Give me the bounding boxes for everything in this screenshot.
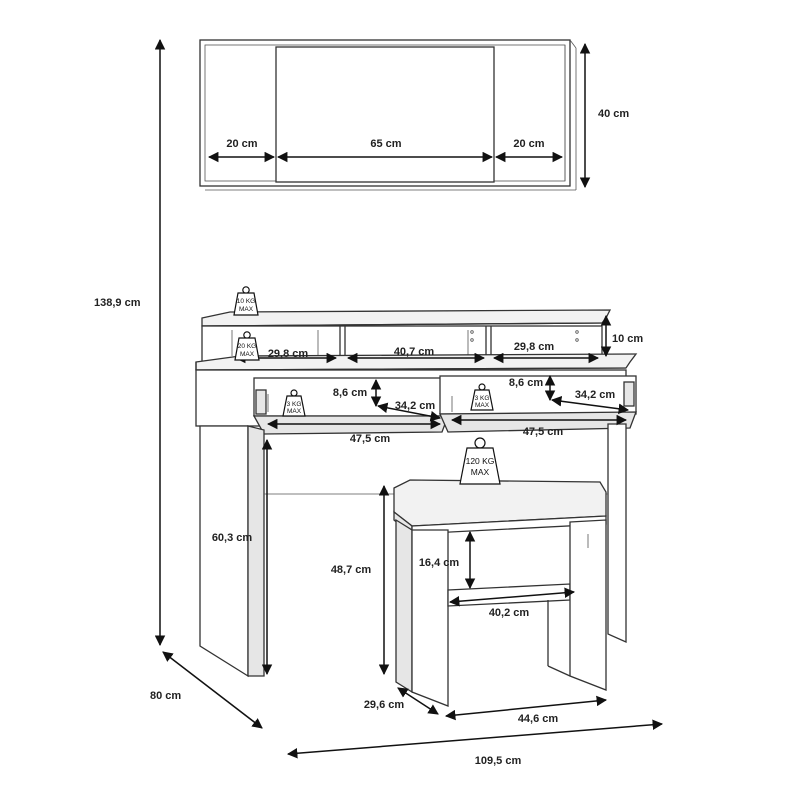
- width-label: 109,5 cm: [475, 755, 522, 767]
- right-leg: [607, 423, 627, 644]
- right-drawer-depth-label: 34,2 cm: [575, 389, 616, 401]
- shelf-height-label: 10 cm: [612, 333, 643, 345]
- mirror-center-glass: [275, 46, 495, 183]
- left-drawer-load-unit: MAX: [287, 408, 302, 415]
- stool-right-leg: [569, 519, 607, 691]
- left-leg-edge: [247, 425, 265, 677]
- stool-inner-width-label: 40,2 cm: [489, 607, 530, 619]
- left-drawer-depth-label: 34,2 cm: [395, 400, 436, 412]
- weight-icon: 3 KG MAX: [282, 389, 306, 417]
- stool-inner-height-label: 16,4 cm: [419, 557, 460, 569]
- mirror-left-label: 20 cm: [226, 138, 257, 150]
- stool-width-dimension: [444, 695, 608, 721]
- depth-label: 80 cm: [150, 690, 181, 702]
- right-drawer-width-label: 47,5 cm: [523, 426, 564, 438]
- stool-width-label: 44,6 cm: [518, 713, 559, 725]
- leg-clearance-label: 60,3 cm: [212, 532, 253, 544]
- stool: [393, 479, 607, 707]
- shelf-left-label: 29,8 cm: [268, 348, 309, 360]
- stool-height-label: 48,7 cm: [331, 564, 372, 576]
- right-drawer-height-label: 8,6 cm: [509, 377, 543, 389]
- stool-inner-width-dimension: [448, 587, 576, 607]
- weight-icon: 120 KG MAX: [459, 437, 501, 485]
- left-drawer-width-label: 47,5 cm: [350, 433, 391, 445]
- left-drawer-height-label: 8,6 cm: [333, 387, 367, 399]
- left-leg: [199, 425, 249, 678]
- stool-depth-label: 29,6 cm: [364, 699, 405, 711]
- right-drawer-load-value: 3 KG: [475, 395, 490, 402]
- stool-load-value: 120 KG: [466, 456, 495, 466]
- width-dimension: [286, 719, 664, 759]
- mirror-center-label: 65 cm: [370, 138, 401, 150]
- shelf-center-label: 40,7 cm: [394, 346, 435, 358]
- stool-load-unit: MAX: [471, 467, 490, 477]
- weight-icon: 10 KG MAX: [233, 286, 259, 316]
- right-drawer-load-unit: MAX: [475, 402, 490, 409]
- mirror-right-label: 20 cm: [513, 138, 544, 150]
- shelf-compartment-load-unit: MAX: [240, 351, 255, 358]
- total-height-label: 138,9 cm: [94, 297, 141, 309]
- stool-left-leg-edge: [395, 518, 413, 694]
- stool-stretcher: [447, 583, 571, 607]
- mirror-height-label: 40 cm: [598, 108, 629, 120]
- stool-depth-dimension: [397, 687, 439, 715]
- shelf-right-label: 29,8 cm: [514, 341, 555, 353]
- weight-icon: 3 KG MAX: [470, 383, 494, 411]
- weight-icon: 20 KG MAX: [234, 331, 260, 361]
- left-drawer-bottom: [252, 415, 449, 435]
- right-drawer-depth-dimension: [550, 396, 630, 414]
- top-shelf-load-unit: MAX: [239, 306, 254, 313]
- left-drawer-depth-dimension: [376, 402, 442, 422]
- left-drawer-load-value: 3 KG: [287, 401, 302, 408]
- mirror: [199, 39, 577, 191]
- depth-dimension: [162, 651, 263, 729]
- shelf-compartment-load-value: 20 KG: [238, 343, 256, 350]
- top-shelf-load-value: 10 KG: [237, 298, 255, 305]
